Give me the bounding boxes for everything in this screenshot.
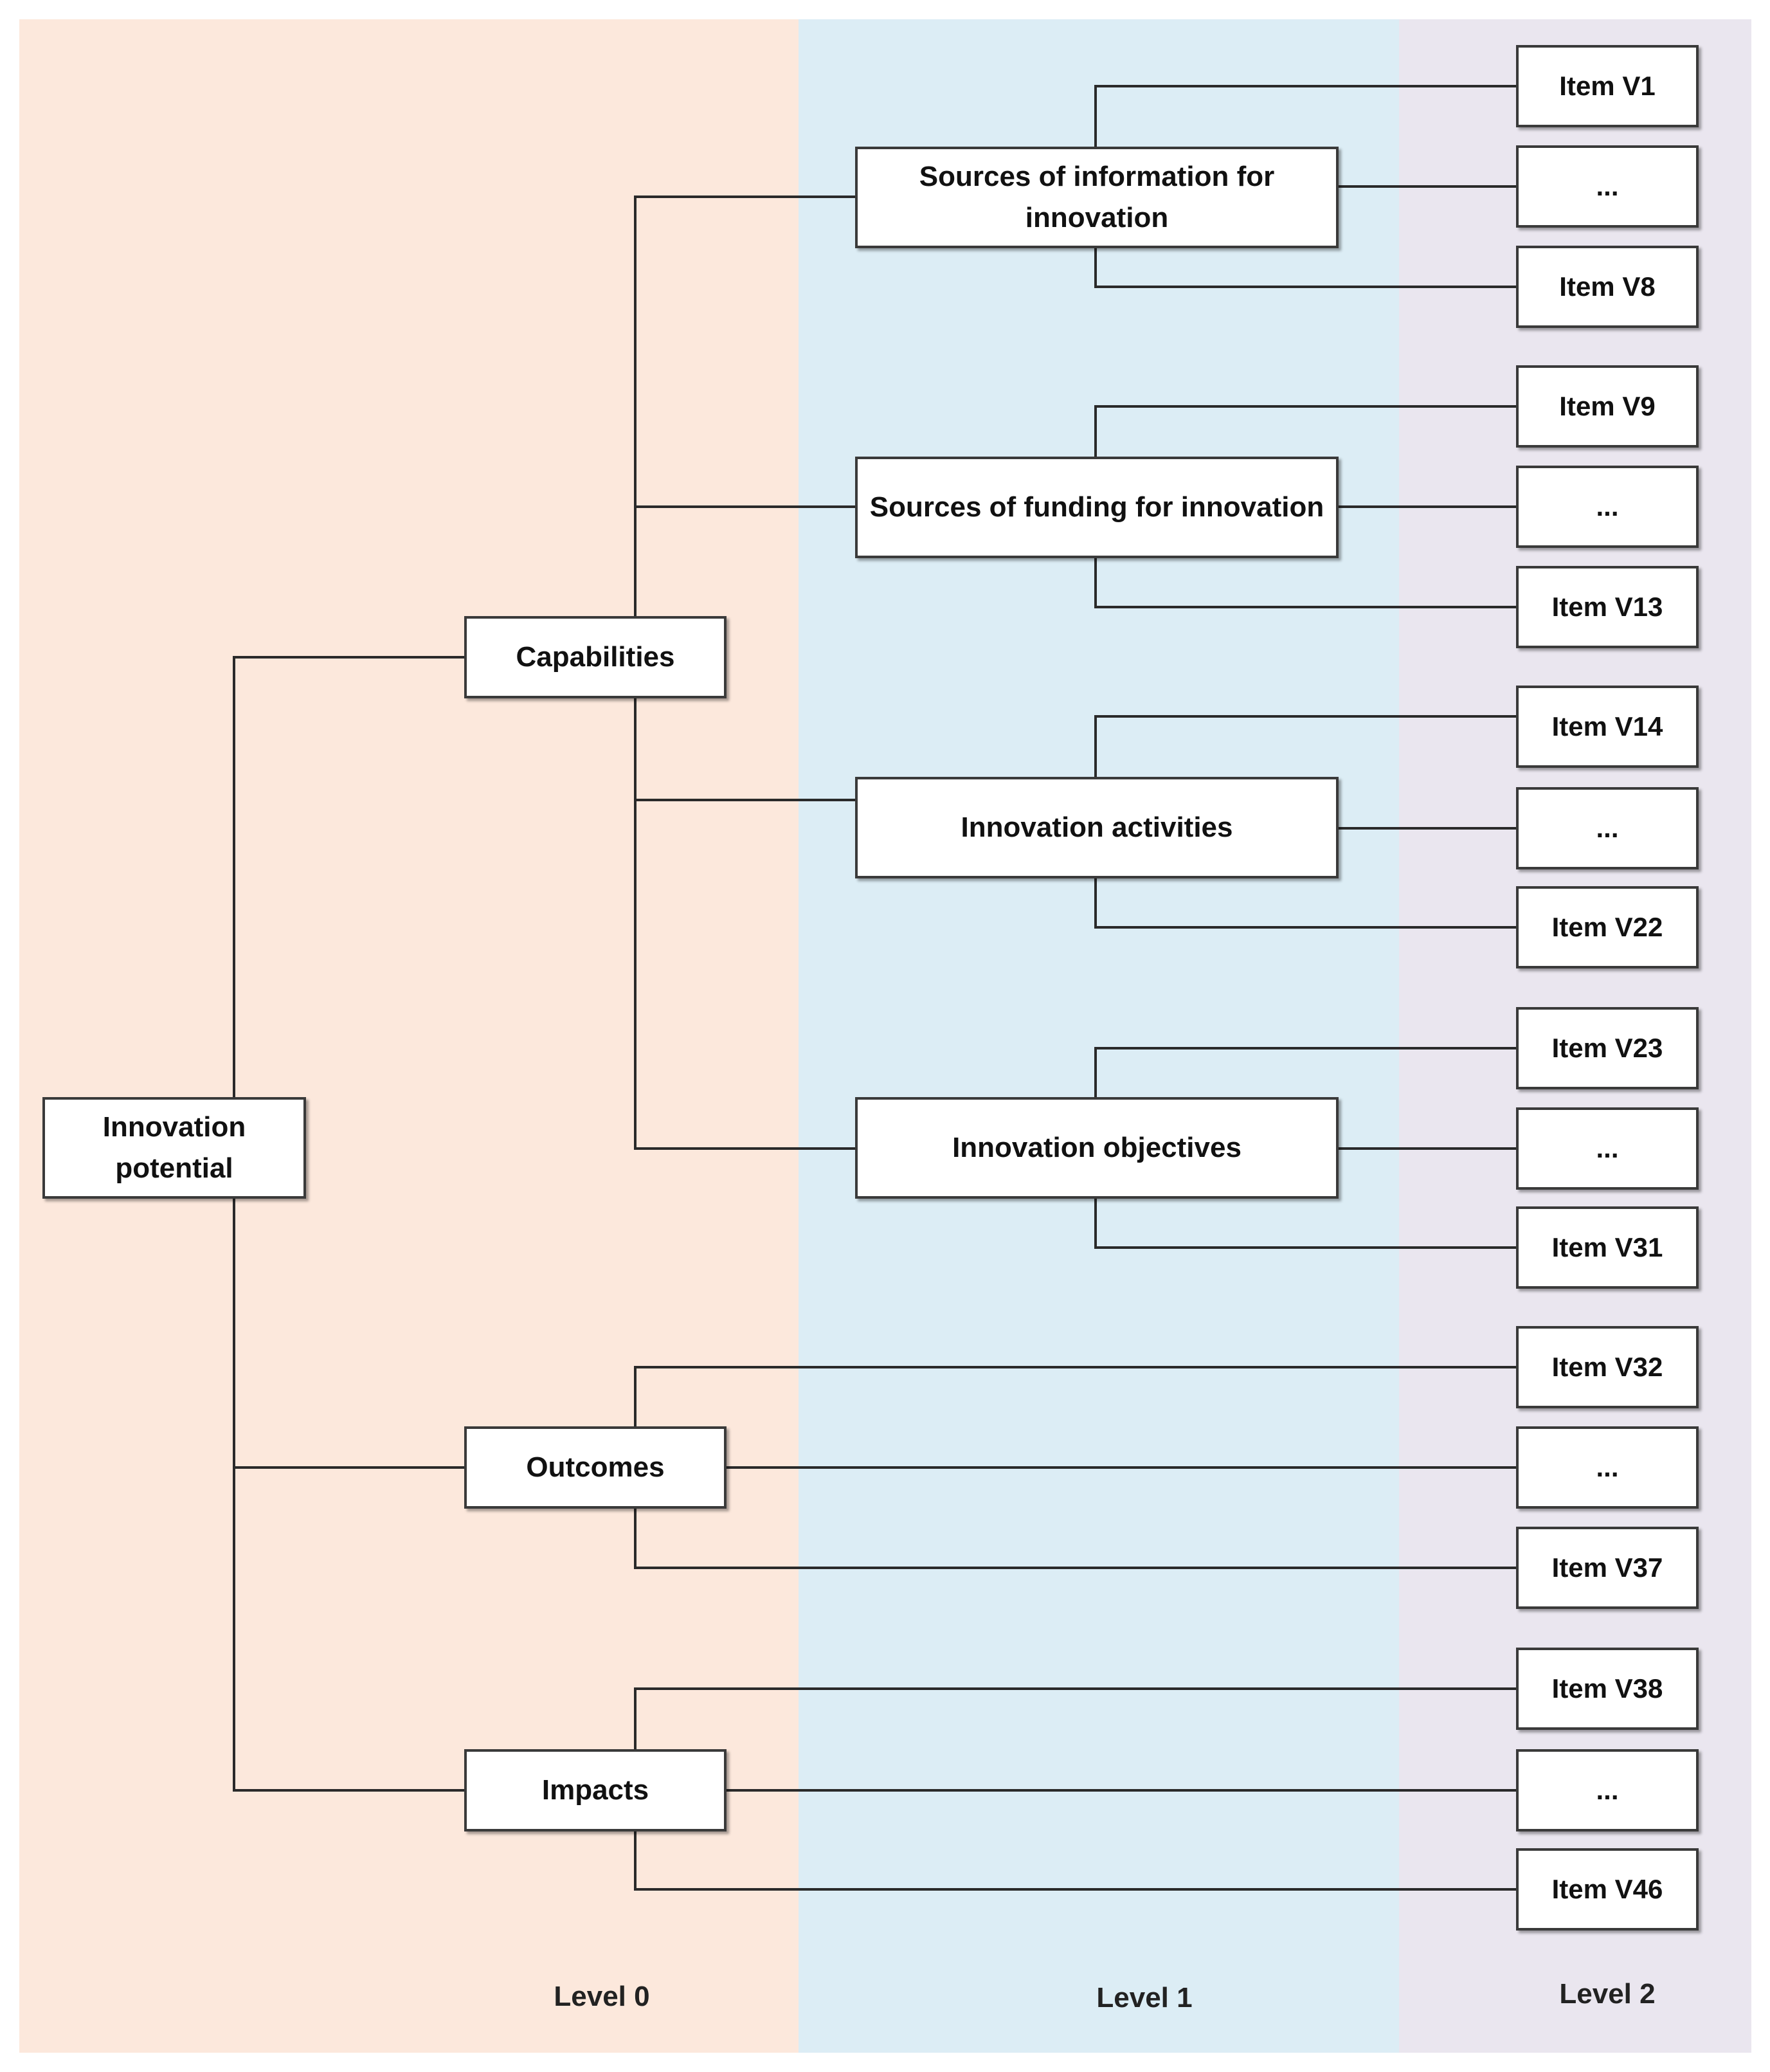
item-information-ellipsis: ... [1516, 145, 1699, 228]
node-innovation-objectives: Innovation objectives [855, 1097, 1339, 1199]
connector-information-v8 [1094, 247, 1516, 288]
connector-capabilities-trunk [634, 195, 855, 617]
item-v8: Item V8 [1516, 246, 1699, 328]
item-objectives-ellipsis: ... [1516, 1107, 1699, 1190]
item-v31: Item V31 [1516, 1206, 1699, 1289]
level-2-label: Level 2 [1559, 1978, 1656, 2010]
item-v23: Item V23 [1516, 1007, 1699, 1089]
node-capabilities: Capabilities [464, 616, 727, 698]
connector-capabilities-down [634, 697, 855, 1150]
connector-root-capabilities [233, 656, 464, 1098]
item-v46: Item V46 [1516, 1848, 1699, 1931]
node-innovation-potential: Innovation potential [42, 1097, 306, 1199]
connector-outcomes-v37 [634, 1507, 1516, 1569]
connector-activities-v14 [1094, 715, 1516, 778]
item-v38: Item V38 [1516, 1648, 1699, 1730]
connector-objectives-v31 [1094, 1199, 1516, 1249]
node-sources-of-funding: Sources of funding for innovation [855, 457, 1339, 558]
item-v13: Item V13 [1516, 566, 1699, 648]
item-v32: Item V32 [1516, 1326, 1699, 1408]
item-v1: Item V1 [1516, 45, 1699, 127]
item-outcomes-ellipsis: ... [1516, 1426, 1699, 1509]
level-1-band [799, 19, 1399, 2053]
connector-root-outcomes [233, 1197, 464, 1469]
item-impacts-ellipsis: ... [1516, 1749, 1699, 1831]
level-1-label: Level 1 [1096, 1982, 1193, 2013]
connector-impacts-v38 [634, 1687, 1516, 1750]
connector-outcomes-v32 [634, 1366, 1516, 1428]
connector-root-impacts [233, 1468, 464, 1792]
item-v9: Item V9 [1516, 365, 1699, 448]
connector-objectives-v23 [1094, 1047, 1516, 1098]
node-sources-of-information: Sources of information for innovation [855, 147, 1339, 248]
item-v14: Item V14 [1516, 686, 1699, 768]
item-funding-ellipsis: ... [1516, 466, 1699, 548]
level-0-label: Level 0 [554, 1981, 650, 2012]
item-v22: Item V22 [1516, 886, 1699, 968]
connector-funding-v9 [1094, 405, 1516, 458]
connector-impacts-v46 [634, 1830, 1516, 1891]
node-impacts: Impacts [464, 1749, 727, 1831]
node-outcomes: Outcomes [464, 1426, 727, 1509]
node-innovation-activities: Innovation activities [855, 777, 1339, 878]
connector-information-v1 [1094, 85, 1516, 147]
item-activities-ellipsis: ... [1516, 787, 1699, 869]
item-v37: Item V37 [1516, 1527, 1699, 1609]
connector-activities-v22 [1094, 877, 1516, 929]
level-0-band [19, 19, 799, 2053]
connector-funding-v13 [1094, 557, 1516, 608]
